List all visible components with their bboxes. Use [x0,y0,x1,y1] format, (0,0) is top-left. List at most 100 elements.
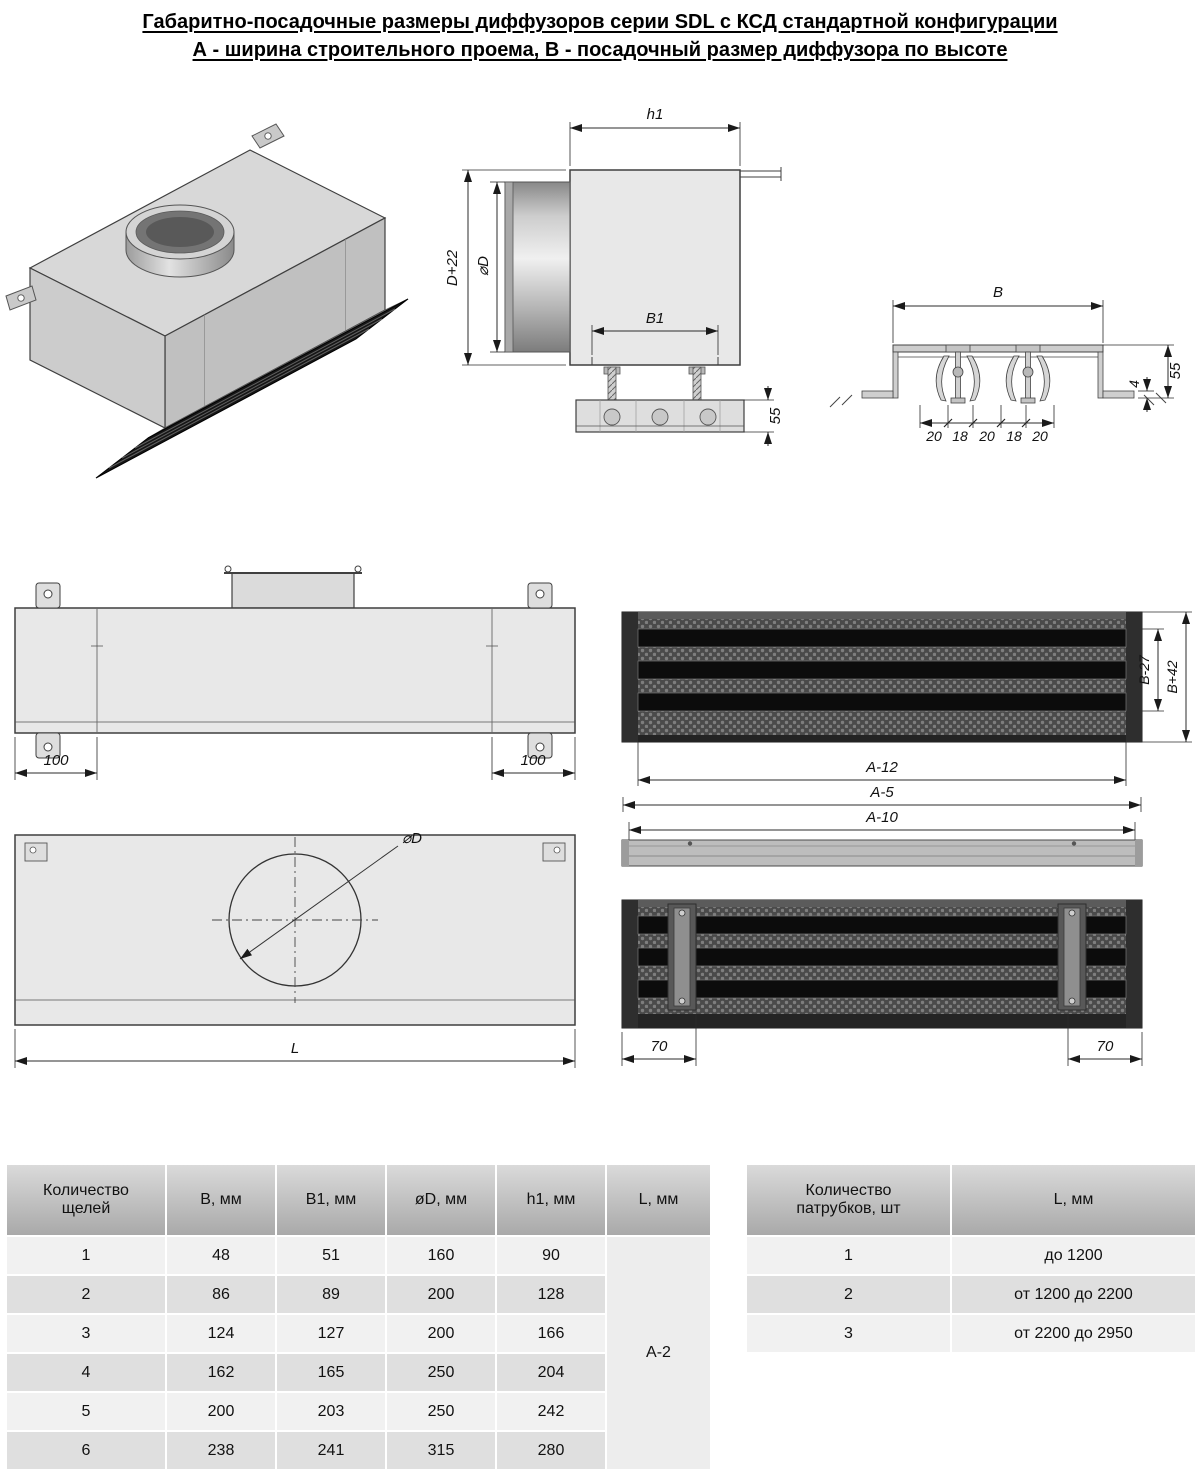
profile-section-view: B 55 [829,284,1184,444]
dim-4: 4 [1126,380,1142,388]
hanger-rod [692,366,702,404]
cell-d: 200 [385,1274,497,1315]
cell-d: 160 [385,1235,497,1276]
rail-screw [687,841,693,846]
cell-slots: 2 [5,1274,167,1315]
technical-drawing: h1 D+22 ⌀D B1 [5,106,1192,1068]
dim-h1: h1 [647,106,664,123]
dim-phi-d-top: ⌀D [402,830,422,847]
bracket-bolt [1068,997,1076,1005]
air-slot [637,628,1127,648]
dim-b1: B1 [646,310,664,327]
side-section-view: h1 D+22 ⌀D B1 [444,106,784,446]
bracket-bolt [678,909,686,917]
table-header-row: Количество щелей B, мм B1, мм øD, мм h1,… [5,1163,712,1237]
dim-a-minus-5: A-5 [869,784,894,801]
cell-b1: 51 [275,1235,387,1276]
slot-dimensions-table: Количество щелей B, мм B1, мм øD, мм h1,… [5,1163,712,1470]
rail-screw [1071,841,1077,846]
deflector-vane [935,355,950,402]
tab-hole [553,846,561,854]
dim-100-left: 100 [43,752,69,769]
corner-tab [24,842,48,862]
leader-line [239,845,399,960]
dim-100-right: 100 [520,752,546,769]
duct-spigot [504,181,571,353]
frame-top-rail [622,612,1142,619]
rail-end-block [622,840,629,866]
isometric-view [5,123,409,479]
dim-b-plus-42: B+42 [1164,660,1180,693]
tab-hole [43,589,53,599]
frame-end-cap [622,612,638,742]
cell-d: 200 [385,1313,497,1354]
col-header-h1: h1, мм [495,1163,607,1237]
cell-length: от 1200 до 2200 [950,1274,1197,1315]
end-lip [1102,390,1135,399]
top-channel [892,344,1104,353]
cell-b: 162 [165,1352,277,1393]
bracket-bolt [1068,909,1076,917]
rail-end-block [1135,840,1142,866]
dim-70-left: 70 [651,1038,668,1055]
iso-bracket-hole [264,132,272,140]
duct-end-ring [504,181,514,353]
col-header-l: L, мм [605,1163,712,1237]
table-row: 6 238 241 315 280 [5,1430,711,1470]
tbar-flange [1015,344,1041,353]
tray-roller [603,408,621,426]
cell-branches: 1 [745,1235,952,1276]
air-slot [637,915,1127,935]
dim-55: 55 [1167,362,1184,379]
cell-b1: 203 [275,1391,387,1432]
table-row: 1 48 51 160 90 А-2 [5,1235,712,1470]
cell-slots: 5 [5,1391,167,1432]
cell-l-merged: А-2 [605,1235,712,1470]
cell-h1: 90 [495,1235,607,1276]
dim-tick [943,418,1031,428]
slot-assembly-view: 70 70 [621,899,1143,1066]
frame-top-rail [622,900,1142,907]
branch-pipes-table: Количество патрубков, шт L, мм 1 до 1200… [745,1163,1197,1354]
cell-b1: 89 [275,1274,387,1315]
dim-b-minus-27: B-27 [1136,654,1152,685]
table-row: 1 до 1200 [745,1235,1197,1276]
dim-55: 55 [767,407,784,424]
tab-hole [43,742,53,752]
frame-end-cap [1126,612,1142,742]
corner-tab [542,842,566,862]
deflector-vane [966,355,981,402]
col-header-slots: Количество щелей [5,1163,167,1237]
collar-curl [224,565,232,573]
title-line-2: А - ширина строительного проема, В - пос… [192,39,1008,61]
dim-a-minus-10: A-10 [865,809,898,826]
table-row: 4 162 165 250 204 [5,1352,711,1393]
bracket-strap [673,907,691,1007]
dim-slot-20: 20 [1031,428,1048,444]
frame-end-cap [622,900,638,1028]
dim-slot-20: 20 [925,428,942,444]
cell-b: 200 [165,1391,277,1432]
dim-a-minus-12: A-12 [865,759,898,776]
end-angle [892,351,899,399]
frame-bottom-rail [622,1014,1142,1028]
air-slot [637,692,1127,712]
table-row: 2 86 89 200 128 [5,1274,711,1315]
cell-b: 124 [165,1313,277,1354]
mounting-rail [621,839,1143,867]
col-header-b1: B1, мм [275,1163,387,1237]
dim-b: B [993,284,1003,301]
cell-h1: 280 [495,1430,607,1470]
dim-slot-20: 20 [978,428,995,444]
col-header-d: øD, мм [385,1163,497,1237]
end-lip [861,390,894,399]
title-line-1: Габаритно-посадочные размеры диффузоров … [142,11,1058,33]
cell-b1: 241 [275,1430,387,1470]
iso-slot-separator [108,328,370,469]
cell-h1: 128 [495,1274,607,1315]
frame-bottom-rail [622,735,1142,742]
tbar-foot [950,397,966,404]
cell-slots: 6 [5,1430,167,1470]
plenum-body-front [14,607,576,734]
